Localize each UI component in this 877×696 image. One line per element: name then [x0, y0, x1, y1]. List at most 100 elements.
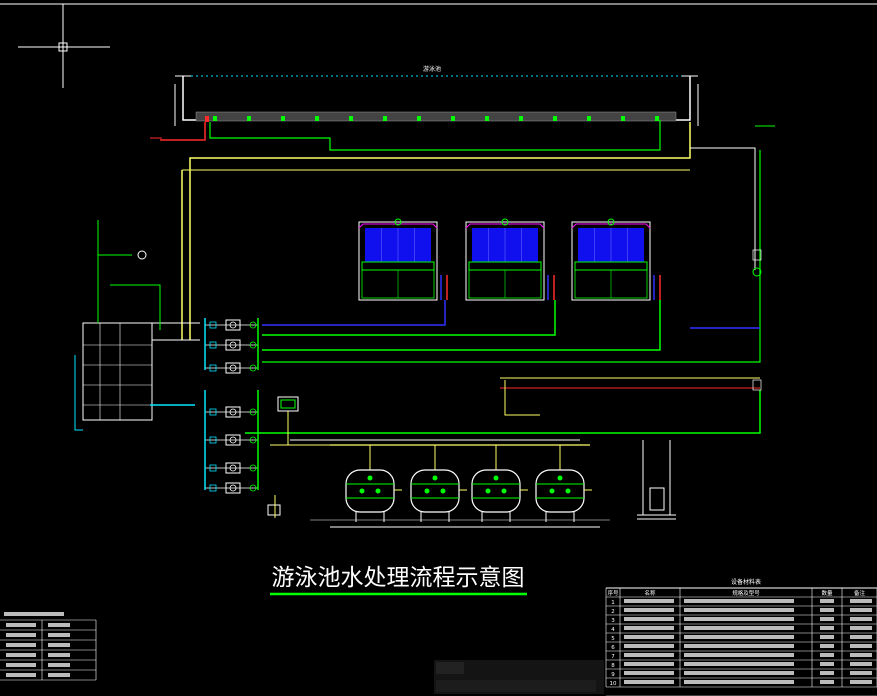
filter-shell [345, 469, 395, 513]
table-cell-text [48, 653, 70, 657]
filter-valve [557, 475, 563, 481]
table-cell-text [820, 608, 834, 612]
pump-body [225, 462, 241, 474]
pool-inlet [205, 116, 209, 122]
sand-filter-tank-icon [410, 445, 467, 522]
table-cell-text [684, 662, 794, 666]
circulation-pump-icon [205, 319, 258, 331]
heat-pump-top [358, 223, 438, 229]
pump-tag [249, 464, 257, 472]
table-cell-text [850, 599, 872, 603]
filter-valve [565, 488, 571, 494]
pump-body [225, 362, 241, 374]
table-cell-text [624, 653, 674, 657]
sand-filter-tank-icon [535, 445, 592, 522]
heat-pump-coil [574, 261, 648, 271]
swimming-pool: 游泳池 [174, 65, 699, 126]
table-cell-text [48, 673, 70, 677]
pump-valve [209, 408, 217, 416]
pool-inlet [655, 116, 659, 121]
circulation-pump-icon [205, 406, 258, 418]
heat-pump-frame [465, 221, 545, 301]
table-cell-text [684, 599, 794, 603]
table-cell-text [624, 626, 674, 630]
heat-pump-frame [571, 221, 651, 301]
heat-pump-tag [394, 218, 402, 226]
pump-impeller [229, 436, 237, 444]
equipment-table-caption: 设备材料表 [731, 578, 761, 586]
table-cell-text [48, 643, 70, 647]
pool-inlet [417, 116, 421, 121]
table-cell-no: 5 [611, 636, 615, 642]
filter-valve [367, 475, 373, 481]
table-cell-text [684, 680, 794, 684]
pool-inlet [247, 116, 251, 121]
pump-tag [249, 484, 257, 492]
parameter-table [0, 612, 97, 681]
table-cell-text [850, 635, 872, 639]
table-cell-text [850, 680, 872, 684]
table-cell-text [820, 635, 834, 639]
table-cell-text [624, 617, 674, 621]
filter-valve [485, 488, 491, 494]
table-cell-text [6, 673, 36, 677]
table-cell-text [624, 662, 674, 666]
pump-impeller [229, 408, 237, 416]
table-cell-text [48, 623, 70, 627]
pool-inlet [281, 116, 285, 121]
pump-impeller [229, 364, 237, 372]
table-cell-text [6, 623, 36, 627]
table-cell-text [48, 633, 70, 637]
drawing-frame [0, 3, 877, 88]
pump-headers [204, 318, 259, 490]
pool-inlet [621, 116, 625, 121]
circulation-pump-group [205, 319, 258, 494]
parameter-table-caption [4, 612, 64, 616]
pump-body [225, 406, 241, 418]
pool-inlet [383, 116, 387, 121]
pool-inlet [315, 116, 319, 121]
table-header-cell: 数量 [821, 589, 833, 597]
circulation-pump-icon [205, 339, 258, 351]
right-valves [752, 249, 762, 391]
table-cell-text [6, 633, 36, 637]
table-cell-no: 1 [611, 600, 615, 606]
table-header-cell: 备注 [854, 589, 866, 597]
pump-valve [209, 436, 217, 444]
table-cell-text [624, 680, 674, 684]
pool-inlet [519, 116, 523, 121]
table-cell-text [850, 626, 872, 630]
table-cell-no: 9 [611, 672, 615, 678]
filter-headers [310, 444, 610, 528]
pump-tag [249, 321, 257, 329]
table-cell-text [48, 663, 70, 667]
table-cell-text [684, 671, 794, 675]
table-cell-text [684, 653, 794, 657]
filter-valve [493, 475, 499, 481]
table-cell-text [820, 680, 834, 684]
table-cell-text [820, 662, 834, 666]
table-cell-text [820, 653, 834, 657]
pool-inlet [553, 116, 557, 121]
table-cell-text [624, 644, 674, 648]
heat-pump-coil [361, 261, 435, 271]
filter-shell [410, 469, 460, 513]
pump-body [225, 482, 241, 494]
filter-valve [359, 488, 365, 494]
heat-pump-unit-icon [465, 218, 555, 301]
filter-valve [501, 488, 507, 494]
title-block: 游泳池水处理流程示意图 [270, 565, 527, 596]
pump-valve [209, 364, 217, 372]
heat-pump-tag [501, 218, 509, 226]
filter-valve [375, 488, 381, 494]
table-cell-text [820, 644, 834, 648]
pool-inlet [451, 116, 455, 121]
table-cell-text [820, 671, 834, 675]
heat-pump-top [465, 223, 545, 229]
table-cell-text [6, 653, 36, 657]
table-header-cell: 名称 [644, 589, 656, 597]
heat-pump-unit-icon [358, 218, 448, 301]
table-cell-text [684, 644, 794, 648]
pump-impeller [229, 464, 237, 472]
